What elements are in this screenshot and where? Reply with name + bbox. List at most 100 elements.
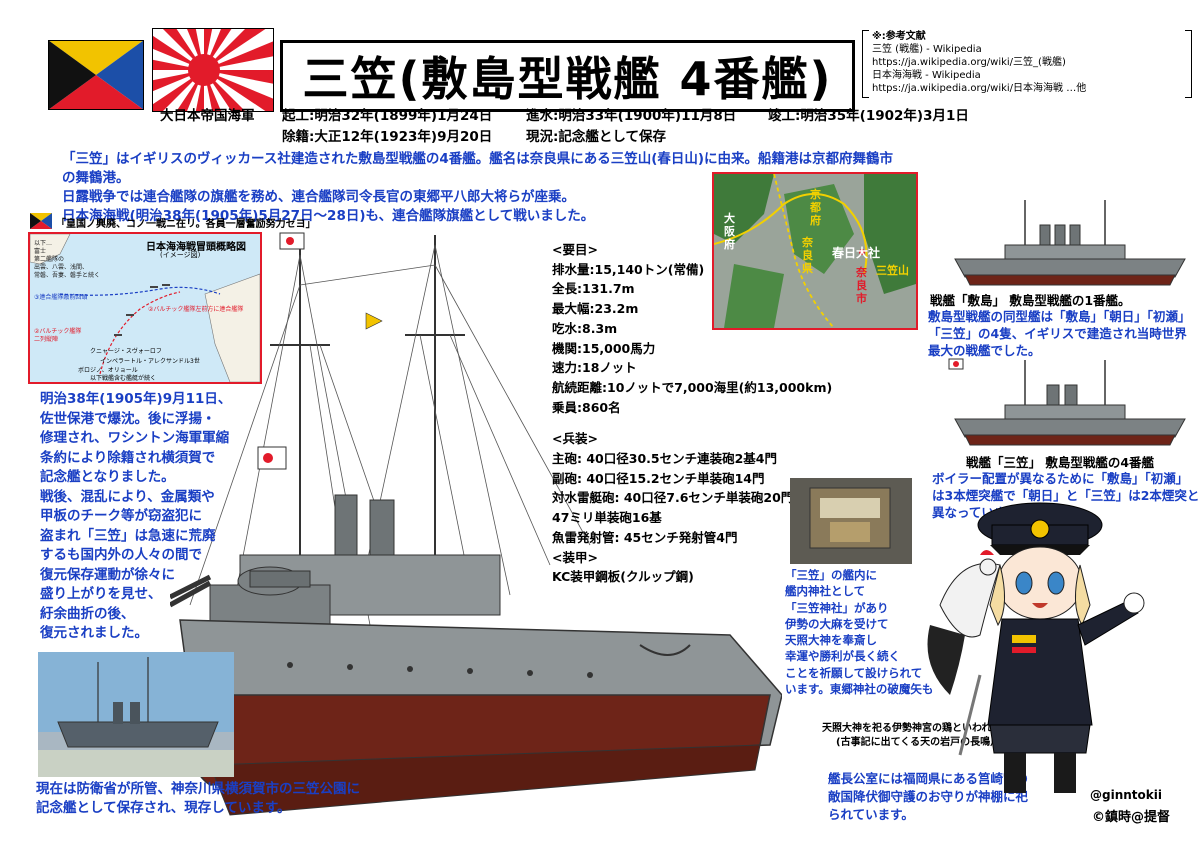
z-flag (48, 40, 144, 110)
navy-label: 大日本帝国海軍 (160, 108, 255, 124)
map-note: インペラートル・アレクサンドル3世 (100, 358, 200, 365)
shrine-line: 「三笠」の艦内に (785, 568, 877, 582)
completion-date: 竣工:明治35年(1902年)3月1日 (768, 108, 969, 124)
map-note: 第二艦隊の (34, 256, 65, 263)
intro-text: 「三笠」はイギリスのヴィッカース社建造された敷島型戦艦の4番艦。艦名は奈良県にあ… (62, 150, 902, 226)
laid-down-date: 起工:明治32年(1899年)1月24日 (282, 108, 493, 124)
z-flag-small (30, 213, 52, 229)
map-note: ③連合艦隊敵前回頭 (34, 294, 88, 301)
map-note: ②バルチック艦隊 (34, 328, 82, 335)
shikishima-illustration (945, 195, 1195, 287)
specs-panel: <要目> 排水量:15,140トン(常備) 全長:131.7m 最大幅:23.2… (552, 240, 832, 587)
map-note: 富士 (34, 248, 47, 255)
history-line: 紆余曲折の後、 (40, 605, 135, 622)
map-note: 出雲、八雲、浅間、 (34, 264, 89, 271)
armament-item: 対水雷艇砲: 40口径7.6センチ単装砲20門 (552, 490, 794, 506)
map-note: クニャージ・スヴォーロフ (90, 348, 162, 355)
armament-item: 47ミリ単装砲16基 (552, 510, 662, 526)
title-text: 三笠(敷島型戦艦 4番艦) (302, 52, 833, 106)
map-note: ②バルチック艦隊左前方に連合艦隊 (148, 306, 244, 313)
intro-line: 日露戦争では連合艦隊の旗艦を務め、連合艦隊司令長官の東郷平八郎大将らが座乗。 (62, 189, 575, 205)
armament-item: 副砲: 40口径15.2センチ単装砲14門 (552, 470, 765, 486)
references-box: ※:参考文献 三笠 (戦艦) - Wikipedia https://ja.wi… (862, 30, 1192, 98)
map-label-nara-city: 奈良市 (856, 266, 867, 305)
map-label-nara-pref: 奈良県 (802, 236, 813, 275)
map-label-osaka: 大阪府 (724, 212, 735, 251)
admiral-character (920, 495, 1180, 795)
shrine-line: 艦内神社として (785, 584, 866, 599)
mikasa-side-desc-line: は3本煙突艦で「朝日」と「三笠」は2本煙突と (932, 488, 1200, 503)
captain-room-line: られています。 (828, 807, 914, 822)
history-line: するも国内外の人々の間で (40, 547, 202, 563)
mikasa-side-desc-line: ボイラー配置が異なるために「敷島」「初瀬」 (932, 471, 1189, 486)
history-line: 佐世保港で爆沈。後に浮揚・ (40, 410, 216, 427)
shikishima-desc-line: 最大の戦艦でした。 (928, 343, 1041, 358)
history-line: 戦後、混乱により、金属類や (40, 488, 215, 505)
ref-line: https://ja.wikipedia.org/wiki/三笠_(戦艦) (872, 57, 1066, 68)
shrine-line: ことを祈願して設けられて (785, 665, 923, 680)
shrine-text: 「三笠」の艦内に 艦内神社として 「三笠神社」があり 伊勢の大麻を受けて 天照大… (785, 567, 975, 697)
history-line: 明治38年(1905年)9月11日、 (40, 391, 232, 407)
captain-room-line: 敵国降伏御守護のお守りが神棚に祀 (828, 789, 1029, 804)
shikishima-label: 戦艦「敷島」 敷島型戦艦の1番艦。 (930, 293, 1131, 308)
battle-map-subtitle: (イメージ図) (160, 251, 201, 259)
intro-line: 「三笠」はイギリスのヴィッカース社建造された敷島型戦艦の4番艦。艦名は奈良県にあ… (62, 151, 894, 186)
spec-item: 速力:18ノット (552, 360, 637, 376)
ref-line: ※:参考文献 (872, 31, 926, 42)
shikishima-desc-line: 「三笠」の4隻、イギリスで建造され当時世界 (928, 326, 1187, 341)
battle-map-title: 日本海海戦冒頭概略図 (146, 242, 246, 253)
shrine-line: 天照大神を奉斎し (785, 633, 877, 648)
rooster-note: 天照大神を祀る伊勢神宮の鶏といわれています。 (古事記に出てくる天の岩戸の長鳴鳥… (822, 722, 1040, 750)
battle-map: 日本海海戦冒頭概略図 (イメージ図) 以下… 富士 第二艦隊の 出雲、八雲、浅間… (28, 232, 262, 384)
shikishima-desc-line: 敷島型戦艦の同型艦は「敷島」「朝日」「初瀬」 (928, 309, 1191, 324)
captain-room-line: 艦長公室には福岡県にある筥崎宮の (828, 771, 1029, 786)
decommission-date: 除籍:大正12年(1923年)9月20日 (282, 129, 493, 145)
ref-line: 日本海海戦 - Wikipedia (872, 70, 981, 81)
ref-line: https://ja.wikipedia.org/wiki/日本海海戦 …他 (872, 83, 1087, 94)
spec-item: 最大幅:23.2m (552, 301, 639, 317)
shrine-photo (790, 478, 912, 564)
photo-caption-line: 記念艦として保存され、現存しています。 (36, 800, 291, 816)
spec-item: 吃水:8.3m (552, 320, 618, 336)
spec-item: 乗員:860名 (552, 399, 621, 415)
shrine-line: 幸運や勝利が長く続く (785, 649, 900, 664)
map-note: 以下戦艦含む艦艇が続く (90, 375, 157, 382)
map-label-kasuga: 春日大社 (832, 246, 881, 260)
armor-heading: <装甲> (552, 549, 598, 565)
history-line: 甲板のチーク等が窃盗犯に (40, 508, 202, 524)
spec-item: 排水量:15,140トン(常備) (552, 261, 705, 277)
map-note: 以下… (34, 240, 53, 247)
history-line: 条約により除籍され横須賀で (40, 449, 216, 466)
map-label-kyoto: 京都府 (810, 188, 821, 227)
shrine-line: います。東郷神社の破魔矢も (785, 682, 934, 697)
mikasa-illustration (168, 225, 783, 825)
shrine-line: 伊勢の大麻を受けて (785, 616, 889, 631)
z-flag-caption: 「皇国ノ興廃、コノ一戦ニ在リ。各員一層奮励努力セヨ」 (56, 219, 316, 230)
armament-heading: <兵装> (552, 431, 598, 447)
spec-item: 機関:15,000馬力 (552, 340, 656, 356)
captain-room-text: 艦長公室には福岡県にある筥崎宮の 敵国降伏御守護のお守りが神棚に祀 られています… (828, 770, 1028, 824)
map-note: 二列縦陣 (34, 336, 59, 343)
copyright: ©鎮時@提督 (1092, 810, 1171, 825)
page-title: 三笠(敷島型戦艦 4番艦) (280, 40, 855, 112)
rooster-note-line: (古事記に出てくる天の岩戸の長鳴鳥が由来) (836, 737, 1035, 748)
intro-line: 日本海海戦(明治38年(1905年)5月27日〜28日)も、連合艦隊旗艦として戦… (62, 208, 595, 224)
history-line: 記念艦となりました。 (40, 469, 175, 485)
photo-caption-line: 現在は防衛省が所管、神奈川県横須賀市の三笠公園に (36, 781, 360, 797)
history-line: 盗まれ「三笠」は急速に荒廃 (40, 527, 216, 544)
shrine-line: 「三笠神社」があり (785, 600, 889, 615)
spec-item: 全長:131.7m (552, 281, 635, 297)
armament-item: 魚雷発射管: 45センチ発射管4門 (552, 529, 738, 545)
specs-heading: <要目> (552, 242, 598, 257)
ref-line: 三笠 (戦艦) - Wikipedia (872, 44, 982, 55)
photo-caption: 現在は防衛省が所管、神奈川県横須賀市の三笠公園に 記念艦として保存され、現存して… (36, 780, 360, 818)
current-status: 現況:記念艦として保存 (526, 129, 666, 145)
rooster-note-line: 天照大神を祀る伊勢神宮の鶏といわれています。 (822, 723, 1041, 734)
history-line: 盛り上がりを見せ、 (40, 586, 162, 602)
map-label-mikasa-yama: 三笠山 (876, 264, 909, 277)
mikasa-side-illustration (945, 355, 1195, 447)
memorial-ship-photo (38, 652, 234, 777)
artist-handle: @ginntokii (1090, 788, 1162, 802)
mikasa-side-label: 戦艦「三笠」 敷島型戦艦の4番艦 (966, 455, 1155, 470)
map-note: ボロジノ、オリョール (78, 367, 138, 374)
